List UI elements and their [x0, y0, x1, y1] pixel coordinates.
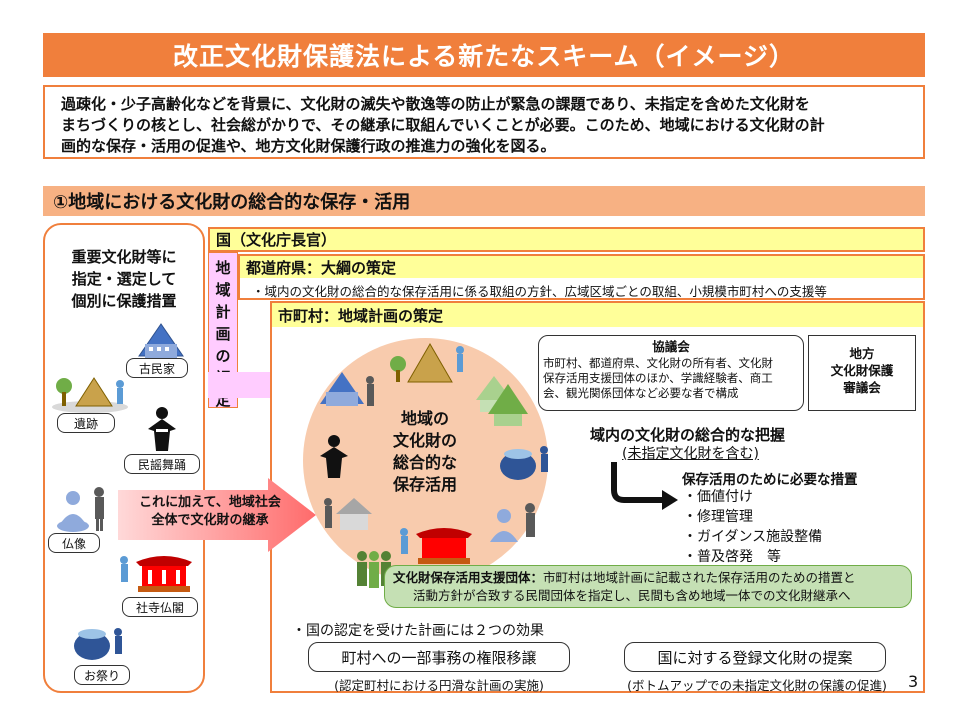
effect-heading: ・国の認定を受けた計画には２つの効果 [292, 623, 544, 639]
effect-pill-2: 国に対する登録文化財の提案 [624, 642, 886, 672]
circle-dancer-icon [320, 435, 348, 478]
sochi-title: 保存活用のために必要な措置 [682, 472, 858, 488]
label-iseki: 遺跡 [57, 413, 115, 433]
left-heading: 重要文化財等に 指定・選定して 個別に保護措置 [71, 248, 177, 310]
circle-temple-icon [400, 528, 472, 564]
sochi-item: ・価値付け [683, 489, 753, 505]
temple-icon [120, 556, 192, 592]
circle-festival-icon [500, 446, 548, 480]
sochi-item: ・ガイダンス施設整備 [683, 529, 823, 545]
intro-line-1: 過疎化・少子高齢化などを背景に、文化財の滅失や散逸等の防止が緊急の課題であり、未… [61, 95, 810, 113]
bent-arrow [611, 462, 678, 510]
minka-icon [138, 323, 184, 358]
circle-gassho-icon [476, 376, 528, 426]
prefecture-heading: 都道府県：大綱の策定 [240, 256, 923, 278]
circle-house-icon [324, 498, 372, 530]
intro-text: 過疎化・少子高齢化などを背景に、文化財の滅失や散逸等の防止が緊急の課題であり、未… [43, 85, 925, 159]
red-arrow [118, 478, 316, 552]
haaku-sub: (未指定文化財を含む) [622, 446, 759, 462]
sochi-item: ・普及啓発 等 [683, 549, 781, 565]
haaku-heading: 域内の文化財の総合的な把握 [590, 426, 786, 444]
kyogikai-box: 協議会 市町村、都道府県、文化財の所有者、文化財 保存活用支援団体のほか、学識経… [538, 335, 804, 411]
label-butsuzo: 仏像 [48, 533, 100, 553]
support-group-label: 文化財保存活用支援団体： [393, 570, 544, 585]
kuni-bar: 国（文化庁長官） [208, 227, 925, 252]
circle-ruins-icon [390, 343, 464, 383]
prefecture-detail: ・域内の文化財の総合的な保存活用に係る取組の方針、広域区域ごとの取組、小規模市町… [252, 284, 827, 299]
effect-pill-2-sub: (ボトムアップでの未指定文化財の保護の促進) [627, 678, 887, 693]
festival-icon [74, 628, 122, 660]
page-title: 改正文化財保護法による新たなスキーム（イメージ） [43, 33, 925, 77]
section-heading: ①地域における文化財の総合的な保存・活用 [43, 186, 925, 216]
circle-minka-icon [320, 372, 374, 406]
label-minka: 古民家 [126, 358, 188, 378]
intro-line-2: まちづくりの核とし、社会総がかりで、その継承に取組んでいくことが必要。このため、… [61, 116, 825, 134]
sochi-item: ・修理管理 [683, 509, 753, 525]
page-number: 3 [908, 672, 919, 691]
circle-text: 地域の 文化財の 総合的な 保存活用 [392, 409, 457, 494]
shingikai-box: 地方 文化財保護 審議会 [808, 335, 916, 411]
kyogikai-heading: 協議会 [652, 339, 690, 354]
circle-buddha-icon [490, 503, 535, 542]
buddha-icon [57, 487, 104, 532]
effect-pill-1: 町村への一部事務の権限移譲 [308, 642, 570, 672]
intro-line-3: 画的な保存・活用の促進や、地方文化財保護行政の推進力の強化を図る。 [61, 137, 556, 155]
label-minyo: 民謡舞踊 [124, 454, 200, 474]
label-matsuri: お祭り [74, 665, 130, 685]
arrow-caption: これに加えて、地域社会 全体で文化財の継承 [139, 495, 281, 528]
support-group-box: 文化財保存活用支援団体：市町村は地域計画に記載された保存活用のための措置と 活動… [384, 565, 912, 608]
dancer-icon [148, 407, 176, 451]
city-heading: 市町村：地域計画の策定 [272, 303, 923, 327]
ruins-icon [52, 377, 128, 413]
effect-pill-1-sub: (認定町村における円滑な計画の実施) [334, 678, 544, 693]
label-shaji: 社寺仏閣 [122, 597, 198, 617]
